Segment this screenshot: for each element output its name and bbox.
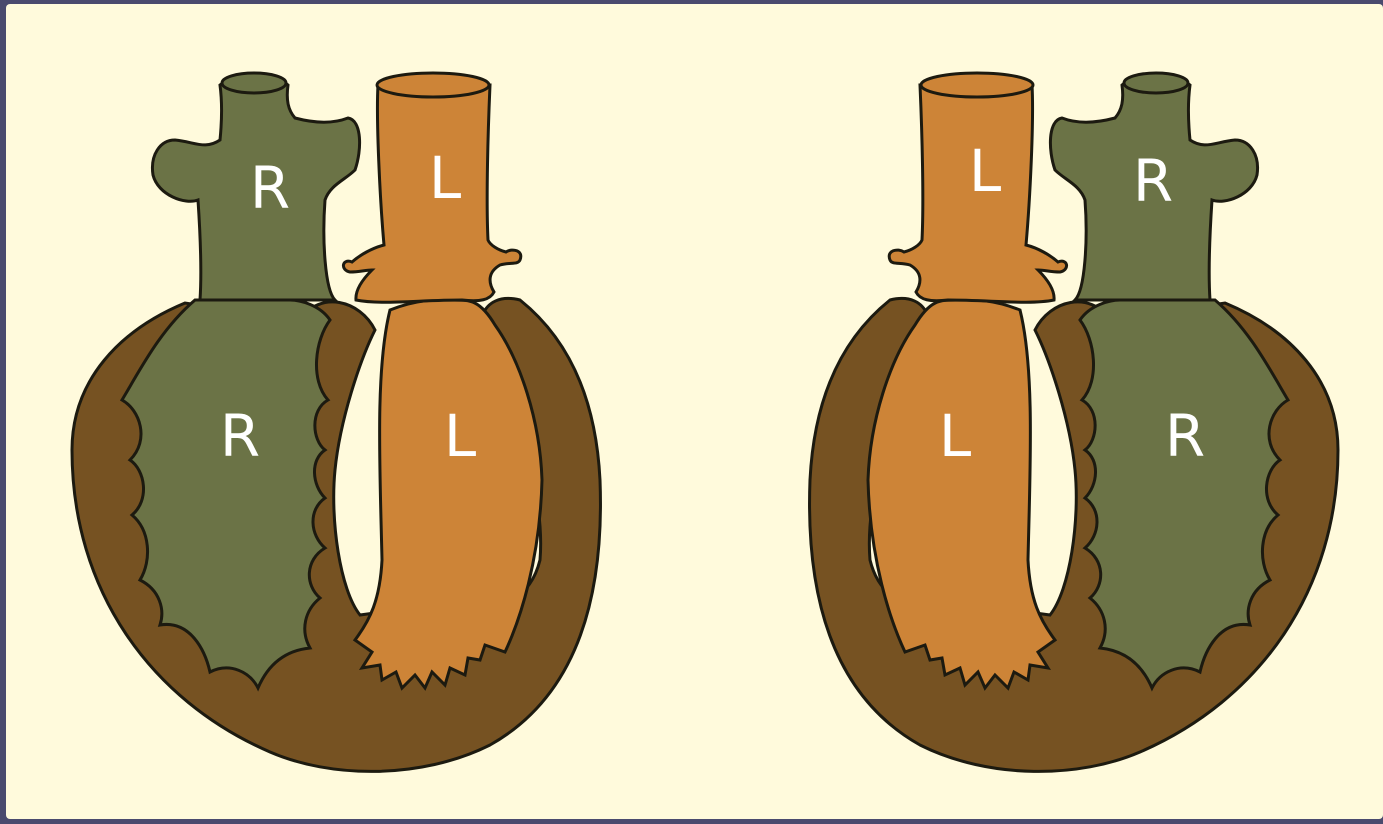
heart-left-left-ventricle-label: L (444, 402, 476, 470)
heart-right-right-ventricle-label: R (1165, 402, 1205, 470)
heart-right-left-vessel-label: L (969, 137, 1001, 205)
heart-left-right-ventricle-label: R (220, 402, 260, 470)
heart-right-right-vessel-label: R (1133, 147, 1173, 215)
heart-left-left-vessel-label: L (429, 144, 461, 212)
heart-left-right-vessel-label: R (250, 154, 290, 222)
heart-right-left-ventricle-label: L (939, 402, 971, 470)
